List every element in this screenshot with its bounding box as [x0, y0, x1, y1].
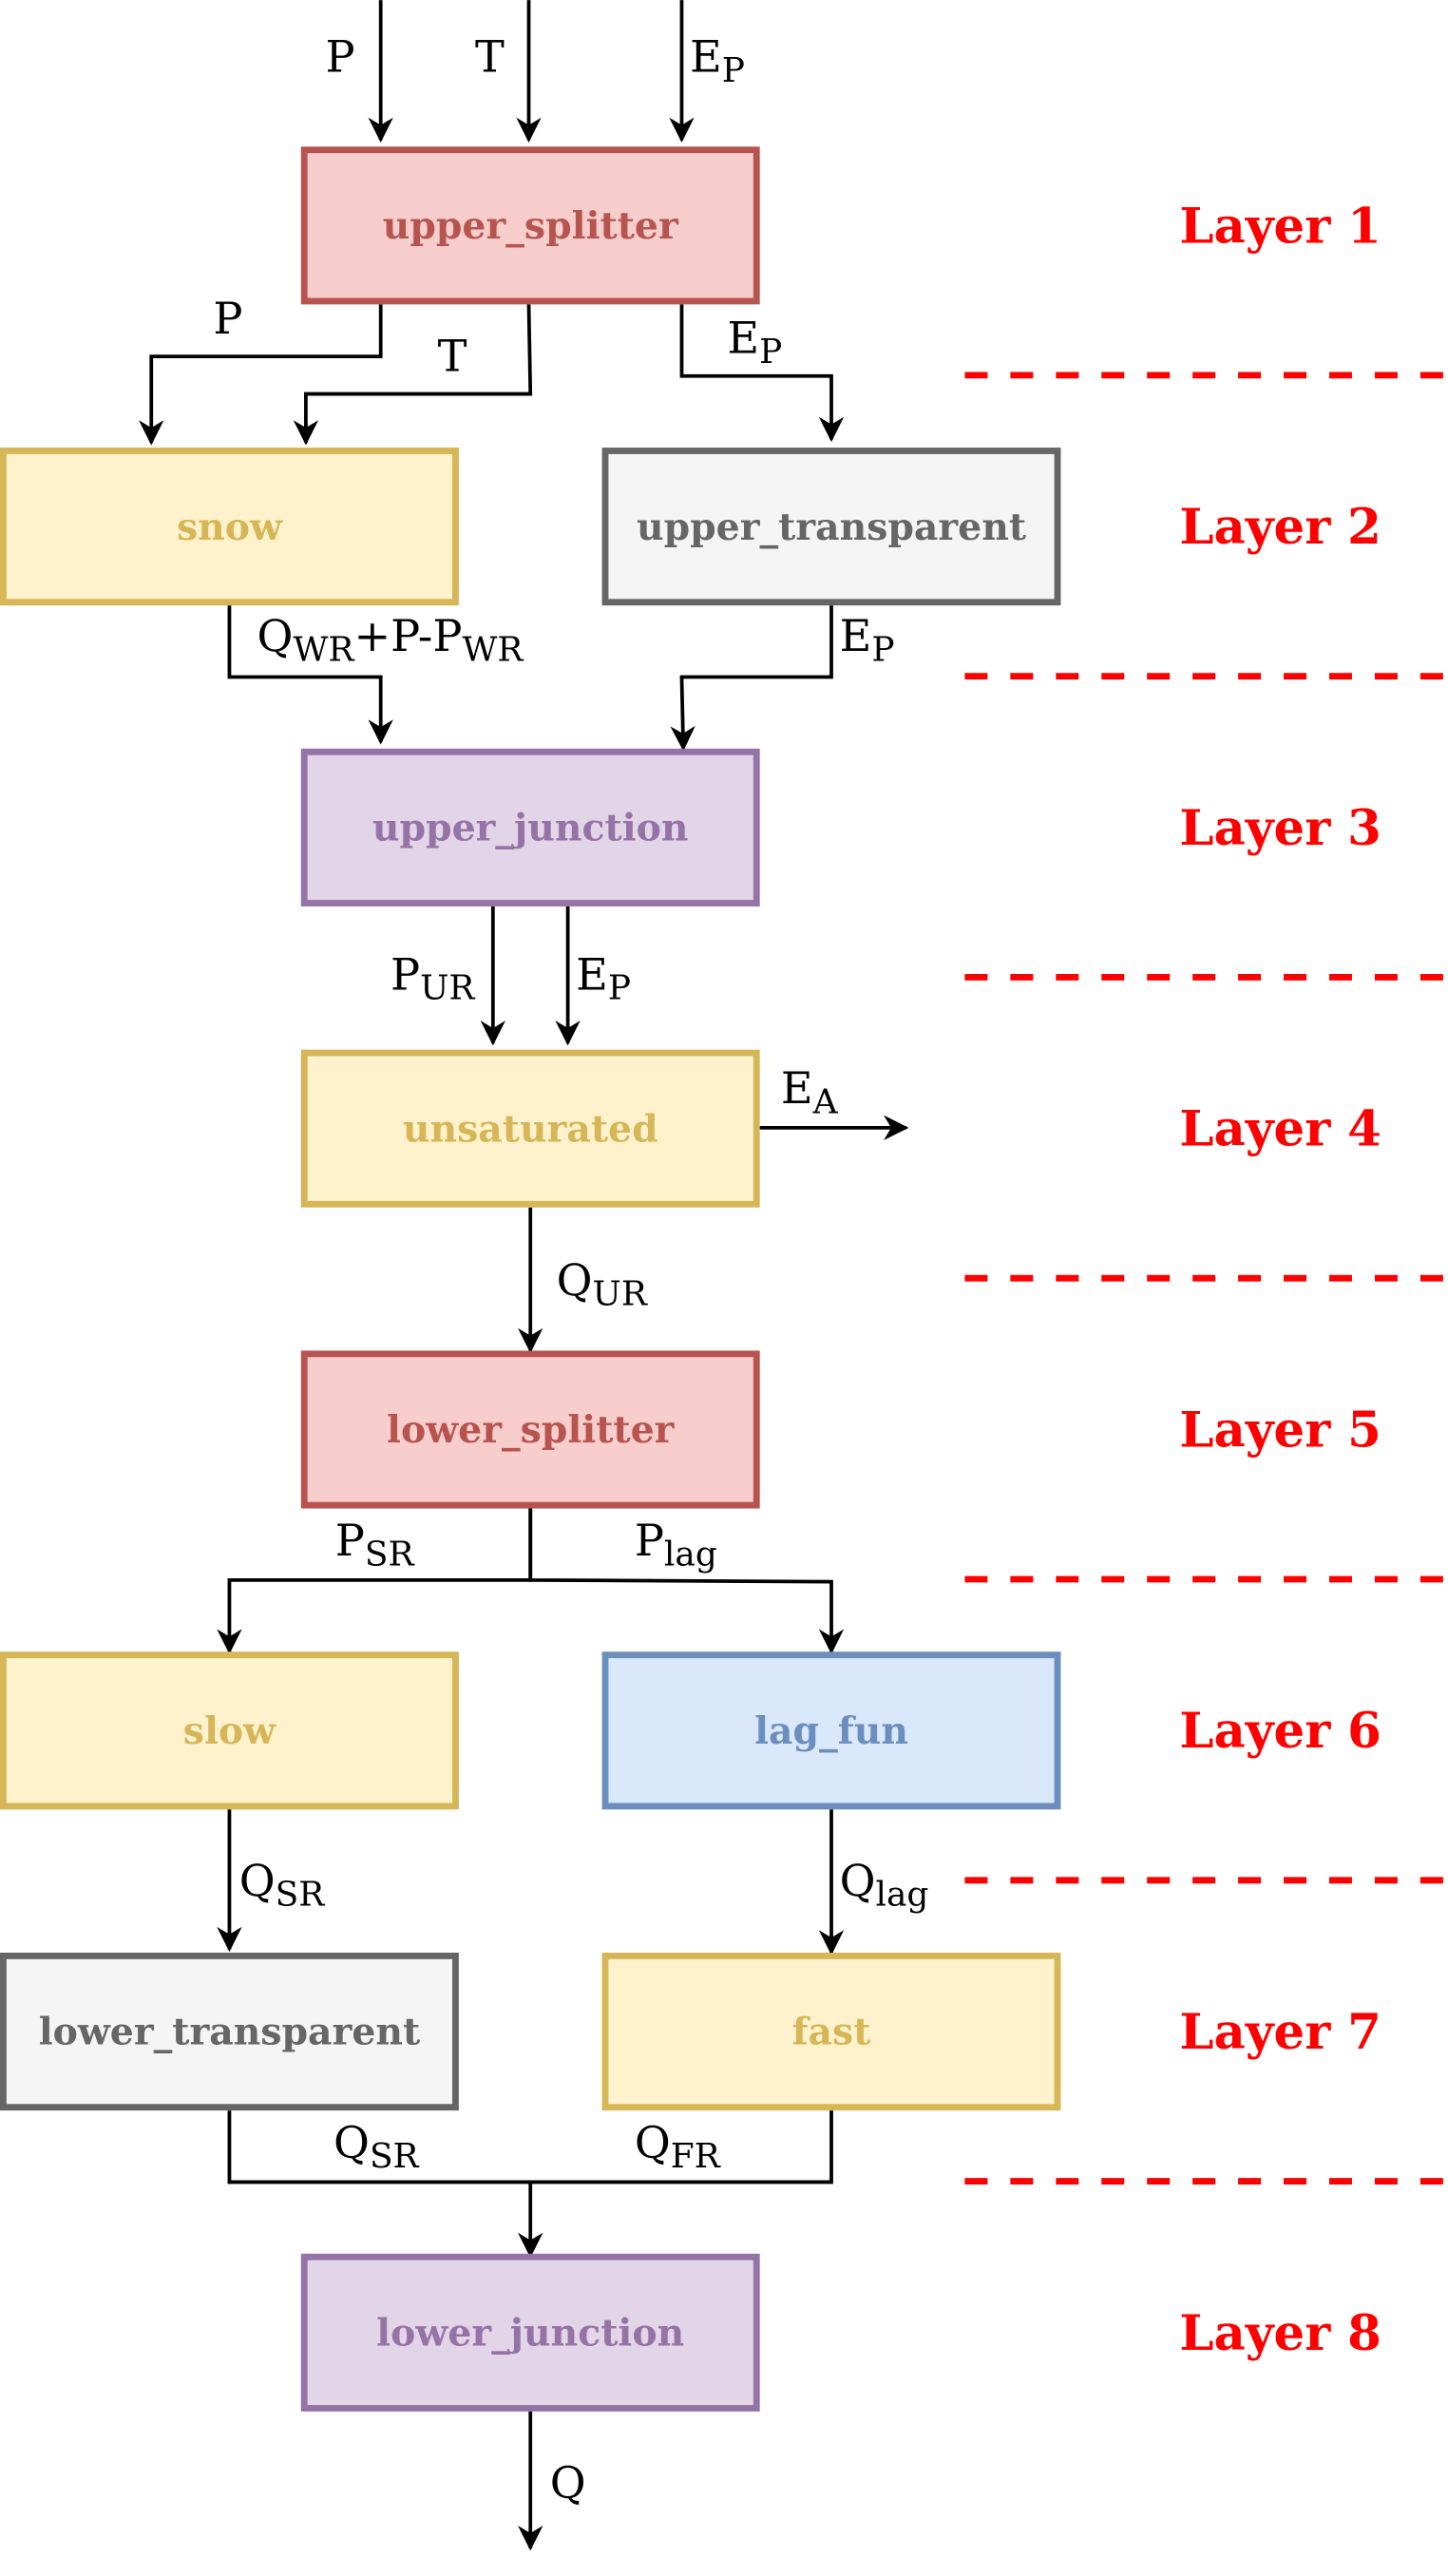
node-lower-transparent: lower_transparent	[0, 1952, 459, 2111]
layer-label-2: Layer 2	[1179, 499, 1381, 556]
node-lower-junction: lower_junction	[300, 2253, 760, 2412]
node-label: lag_fun	[754, 1709, 908, 1753]
edge-snow-to-upper-junction	[227, 605, 393, 745]
node-label: lower_transparent	[39, 2011, 421, 2054]
layer-label-7: Layer 7	[1179, 2004, 1381, 2061]
flow-label: T	[475, 31, 505, 83]
edge-lower-splitter-to-slow	[217, 1508, 533, 1654]
edge-fast-to-lower-junction	[530, 2110, 833, 2185]
edge-upper-splitter-to-snow	[139, 304, 383, 446]
node-lower-splitter: lower_splitter	[300, 1350, 760, 1509]
node-fast: fast	[601, 1952, 1061, 2111]
node-unsaturated: unsaturated	[300, 1049, 760, 1208]
flow-label: Qlag	[840, 1855, 929, 1914]
flow-label: EP	[576, 948, 631, 1007]
layer-label-3: Layer 3	[1179, 800, 1381, 857]
flow-label: QSR	[239, 1855, 326, 1914]
edge-upper-splitter-to-upper-transparent	[679, 304, 845, 443]
flow-label: PSR	[335, 1515, 415, 1574]
node-box	[300, 1049, 760, 1208]
flow-label: QSR	[333, 2117, 420, 2176]
layer-label-4: Layer 4	[1179, 1101, 1381, 1158]
edge-upper-transparent-to-upper-junction	[670, 605, 833, 752]
node-box	[0, 448, 459, 606]
node-label: upper_splitter	[383, 204, 679, 248]
node-box	[0, 1651, 459, 1810]
flow-label: QUR	[557, 1254, 648, 1313]
flow-label: QFR	[635, 2117, 721, 2176]
flow-label: Plag	[635, 1515, 717, 1574]
node-upper-transparent: upper_transparent	[601, 448, 1061, 606]
flow-label: EP	[840, 610, 895, 669]
flow-label: PUR	[391, 948, 475, 1007]
node-box	[300, 1350, 760, 1509]
node-snow: snow	[0, 448, 459, 606]
flow-label: T	[438, 331, 467, 382]
flow-label: Q	[550, 2457, 586, 2509]
flow-label: EP	[690, 31, 745, 90]
node-label: snow	[177, 506, 283, 549]
node-box	[601, 448, 1061, 606]
flow-label: EP	[727, 313, 782, 372]
layer-label-6: Layer 6	[1179, 1703, 1381, 1760]
node-label: fast	[792, 2011, 871, 2054]
node-upper-junction: upper_junction	[300, 748, 760, 906]
edge-upper-splitter-to-snow	[293, 304, 533, 446]
node-box	[300, 748, 760, 906]
node-slow: slow	[0, 1651, 459, 1810]
flow-label: QWR+P-PWR	[257, 610, 524, 669]
layer-label-8: Layer 8	[1179, 2305, 1381, 2362]
node-box	[300, 2253, 760, 2412]
layer-label-1: Layer 1	[1179, 198, 1381, 255]
node-box	[300, 146, 760, 305]
edges	[139, 0, 909, 2551]
node-box	[601, 1952, 1061, 2111]
edge-lower-transparent-to-lower-junction	[227, 2110, 543, 2259]
node-label: lower_junction	[376, 2312, 684, 2356]
node-label: unsaturated	[403, 1107, 658, 1151]
edge-lower-splitter-to-lag-fun	[528, 1508, 845, 1654]
flow-label: EA	[781, 1062, 839, 1121]
node-upper-splitter: upper_splitter	[300, 146, 760, 305]
node-label: upper_transparent	[637, 506, 1026, 549]
node-label: upper_junction	[372, 807, 689, 850]
layer-labels: Layer 1 Layer 2 Layer 3 Layer 4 Layer 5 Layer…	[1179, 198, 1381, 2362]
layer-dividers	[964, 372, 1448, 2185]
node-label: slow	[183, 1709, 276, 1753]
node-lag-fun: lag_fun	[601, 1651, 1061, 1810]
node-box	[601, 1651, 1061, 1810]
node-box	[0, 1952, 459, 2111]
layer-label-5: Layer 5	[1179, 1402, 1381, 1459]
flow-label: P	[325, 31, 354, 83]
flow-label: P	[213, 293, 242, 344]
node-label: lower_splitter	[387, 1408, 676, 1452]
